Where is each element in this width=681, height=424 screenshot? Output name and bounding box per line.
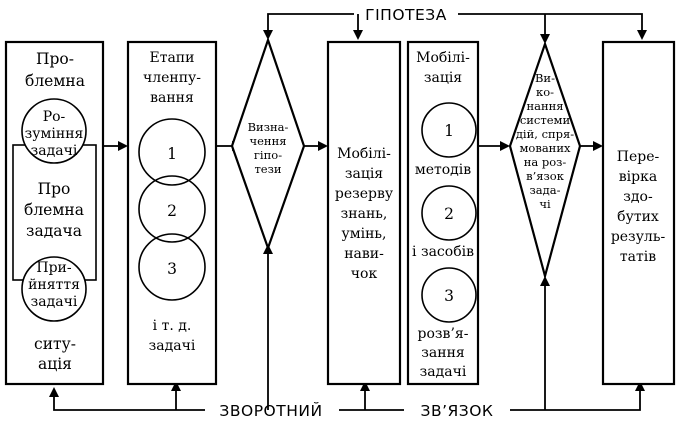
diamond1-text-1: Визна- [248, 120, 289, 134]
hypothesis-top-line [263, 13, 647, 44]
box4-label-methods: методів [415, 162, 471, 178]
diamond2-text-9: зада- [530, 183, 561, 197]
circle-acceptance [21, 256, 87, 322]
circle-understanding-text-3: задачі [31, 143, 78, 159]
circle-acceptance-text-1: При- [36, 260, 72, 276]
diamond2-text-1: Ви- [535, 71, 555, 85]
feedback-label-left: ЗВОРОТНИЙ [219, 401, 322, 420]
box4-footer-1: розв’я- [418, 326, 469, 342]
box1-title-2: блемна [25, 72, 85, 90]
box3-text-4: знань, [341, 206, 388, 222]
circle-acceptance-text-2: йняття [28, 277, 80, 293]
problem-task-text-3: задача [26, 222, 82, 240]
feedback-label-right: ЗВ’ЯЗОК [421, 402, 494, 420]
stage-number-1: 1 [167, 145, 177, 163]
box3-text-5: умінь, [341, 226, 386, 242]
box3-text-2: зація [345, 166, 383, 182]
stage-circle-1 [138, 118, 206, 186]
flow-arrows [103, 141, 603, 151]
diamond2-text-2: ко- [536, 85, 554, 99]
box4-title-1: Мобілі- [416, 50, 470, 66]
box3-text-6: нави- [344, 246, 384, 262]
stage-circle-3 [138, 233, 206, 301]
box4-title-2: зація [424, 70, 462, 86]
method-number-1: 1 [444, 122, 454, 140]
box1-title-1: Про- [36, 50, 74, 68]
diamond2-text-10: чі [539, 197, 551, 211]
circle-understanding-text-1: Ро- [43, 109, 66, 125]
diamond-hypothesis-definition: Визна- чення гіпо- тези [230, 36, 306, 252]
stage-number-2: 2 [167, 202, 177, 220]
circle-understanding [21, 98, 87, 164]
box-problem-situation: Про- блемна Ро- зуміння задачі Про блемн… [4, 40, 105, 386]
method-circle-1 [421, 102, 477, 158]
box5-text-1: Пере- [617, 149, 660, 165]
diamond2-text-5: дій, спря- [516, 127, 574, 141]
box2-footer-2: задачі [149, 338, 196, 354]
diamond1-text-3: гіпо- [254, 148, 282, 162]
box5-text-6: татів [620, 249, 656, 265]
problem-task-text-1: Про [38, 180, 71, 198]
method-number-3: 3 [444, 287, 454, 305]
hypothesis-label: ГІПОТЕЗА [365, 6, 447, 24]
stage-number-3: 3 [167, 260, 177, 278]
diamond1-text-2: чення [250, 134, 287, 148]
problem-task-text-2: блемна [24, 201, 84, 219]
box2-title-1: Етапи [150, 50, 195, 66]
feedback-bottom-line [49, 244, 645, 411]
box3-text-1: Мобілі- [337, 146, 391, 162]
box-methods-mobilization: Мобілі- зація 1 2 3 методів і засобів ро… [406, 40, 480, 386]
diamond2-text-7: на роз- [524, 155, 567, 169]
box4-footer-2: зання [421, 345, 465, 361]
box3-text-3: резерву [335, 186, 394, 202]
box2-title-3: вання [150, 90, 194, 106]
box-results-verification: Пере- вірка здо- бутих резуль- татів [601, 40, 676, 386]
box5-text-4: бутих [617, 209, 659, 225]
method-circle-2 [421, 185, 477, 241]
diamond1-text-4: тези [254, 162, 281, 176]
box5-text-3: здо- [623, 189, 653, 205]
circle-acceptance-text-3: задачі [31, 294, 78, 310]
diamond2-text-6: мованих [519, 141, 571, 155]
box2-footer-1: і т. д. [153, 318, 192, 334]
box-knowledge-mobilization: Мобілі- зація резерву знань, умінь, нави… [326, 40, 402, 386]
method-number-2: 2 [444, 205, 454, 223]
box-breakdown-stages: Етапи членпу- вання 1 2 3 і т. д. задачі [126, 40, 218, 386]
box1-footer-2: ація [38, 355, 72, 373]
diamond-action-execution: Ви- ко- нання системи дій, спря- мованих… [508, 40, 582, 281]
diamond2-text-8: в’язок [526, 169, 565, 183]
stage-circle-2 [138, 175, 206, 243]
box4-footer-3: задачі [420, 364, 467, 380]
box3-text-7: чок [351, 266, 378, 282]
box4-label-means: і засобів [412, 244, 474, 260]
circle-understanding-text-2: зуміння [25, 126, 84, 142]
diamond2-text-3: нання [526, 99, 563, 113]
diamond2-text-4: системи [520, 113, 571, 127]
box5-text-5: резуль- [611, 229, 666, 245]
method-circle-3 [421, 267, 477, 323]
box1-footer-1: ситу- [34, 335, 76, 353]
box5-text-2: вірка [619, 169, 657, 185]
box2-title-2: членпу- [143, 70, 201, 86]
